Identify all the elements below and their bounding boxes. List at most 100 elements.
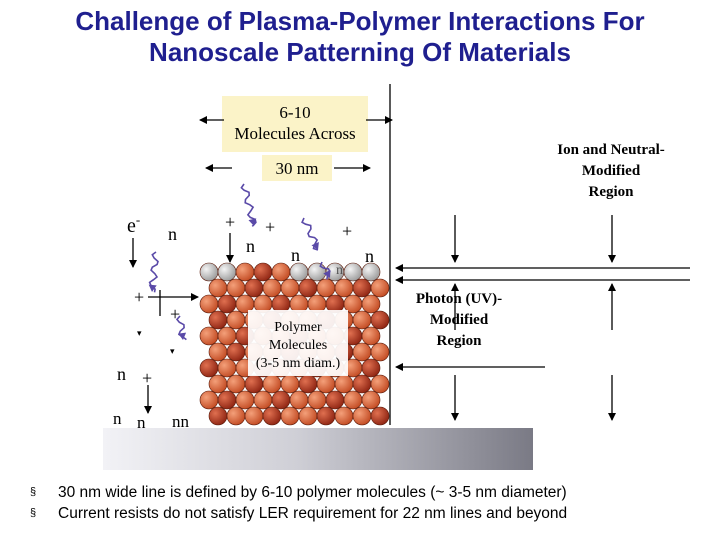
polymer-molecule bbox=[226, 342, 246, 362]
polymer-molecule bbox=[253, 262, 273, 282]
uv-photon-arrowhead bbox=[323, 270, 331, 278]
polymer-molecule bbox=[289, 262, 309, 282]
bullet-icon: § bbox=[30, 507, 37, 519]
width-label: 30 nm bbox=[276, 159, 319, 178]
polymer-molecule bbox=[352, 342, 372, 362]
polymer-molecule bbox=[226, 310, 246, 330]
polymer-molecule bbox=[199, 294, 219, 314]
polymer-molecule bbox=[208, 278, 228, 298]
polymer-molecule bbox=[343, 390, 363, 410]
ion-5: + bbox=[170, 304, 180, 324]
bullet-icon: § bbox=[30, 486, 37, 498]
uv-photon-arrowhead bbox=[248, 218, 257, 226]
molecules-across-line-1: 6-10 bbox=[279, 103, 310, 122]
polymer-molecule bbox=[289, 390, 309, 410]
width-label-box bbox=[262, 155, 332, 181]
molecules-across-box bbox=[222, 96, 368, 152]
polymer-molecule bbox=[244, 374, 264, 394]
polymer-molecule bbox=[280, 374, 300, 394]
ion-4: + bbox=[134, 287, 144, 307]
polymer-molecule bbox=[199, 390, 219, 410]
neutral-5: n bbox=[336, 263, 343, 278]
polymer-molecule bbox=[316, 374, 336, 394]
polymer-molecule bbox=[361, 294, 381, 314]
bullet-text: Current resists do not satisfy LER requi… bbox=[58, 505, 568, 522]
polymer-molecule bbox=[370, 278, 390, 298]
polymer-molecule bbox=[352, 310, 372, 330]
polymer-molecule bbox=[226, 374, 246, 394]
polymer-molecule bbox=[316, 406, 336, 426]
polymer-molecule bbox=[361, 358, 381, 378]
bullet-list: § 30 nm wide line is defined by 6-10 pol… bbox=[30, 482, 710, 524]
photon-region-line-2: Modified bbox=[430, 312, 489, 328]
polymer-molecule bbox=[208, 406, 228, 426]
polymer-molecule bbox=[307, 390, 327, 410]
polymer-molecule bbox=[262, 278, 282, 298]
polymer-molecule bbox=[217, 358, 237, 378]
polymer-molecule bbox=[334, 278, 354, 298]
polymer-molecule bbox=[298, 374, 318, 394]
polymer-molecule bbox=[244, 278, 264, 298]
polymer-molecule bbox=[325, 390, 345, 410]
polymer-molecule bbox=[361, 262, 381, 282]
ion-region-line-3: Region bbox=[589, 184, 635, 200]
polymer-molecule bbox=[352, 374, 372, 394]
polymer-label-line-1: Polymer bbox=[274, 320, 322, 335]
polymer-molecule bbox=[217, 326, 237, 346]
polymer-molecule bbox=[280, 406, 300, 426]
polymer-molecule bbox=[370, 342, 390, 362]
polymer-label-line-2: Molecules bbox=[269, 338, 327, 353]
polymer-molecule bbox=[370, 406, 390, 426]
slide-title: Challenge of Plasma-Polymer Interactions… bbox=[20, 6, 700, 68]
polymer-molecule bbox=[262, 406, 282, 426]
neutral-1: n bbox=[168, 224, 177, 244]
polymer-label-box bbox=[248, 310, 348, 376]
polymer-molecule bbox=[307, 262, 327, 282]
polymer-molecule bbox=[298, 406, 318, 426]
molecules-across-line-2: Molecules Across bbox=[234, 124, 355, 143]
polymer-molecule bbox=[208, 310, 228, 330]
uv-photon-arrowhead bbox=[178, 332, 187, 340]
polymer-molecule bbox=[235, 390, 255, 410]
polymer-molecule bbox=[217, 294, 237, 314]
polymer-molecule bbox=[226, 406, 246, 426]
substrate bbox=[103, 428, 533, 470]
polymer-molecule bbox=[262, 374, 282, 394]
title-line-1: Challenge of Plasma-Polymer Interactions… bbox=[75, 6, 645, 36]
neutral-4: n bbox=[365, 246, 374, 266]
ion-region-line-1: Ion and Neutral- bbox=[557, 142, 665, 158]
polymer-molecule bbox=[253, 390, 273, 410]
polymer-molecule bbox=[271, 390, 291, 410]
neutral-3: n bbox=[291, 245, 300, 265]
polymer-molecule bbox=[226, 278, 246, 298]
polymer-molecule bbox=[235, 262, 255, 282]
photon-region-line-3: Region bbox=[437, 333, 483, 349]
polymer-molecule bbox=[370, 374, 390, 394]
polymer-molecule bbox=[352, 278, 372, 298]
electron-label: e- bbox=[127, 212, 140, 237]
title-line-2: Nanoscale Patterning Of Materials bbox=[149, 37, 571, 67]
polymer-molecule bbox=[244, 406, 264, 426]
polymer-molecule bbox=[280, 278, 300, 298]
polymer-molecule bbox=[352, 406, 372, 426]
polymer-molecule bbox=[370, 310, 390, 330]
polymer-molecule bbox=[361, 326, 381, 346]
polymer-molecule bbox=[271, 262, 291, 282]
ion-3: + bbox=[342, 221, 352, 241]
polymer-molecule bbox=[199, 358, 219, 378]
polymer-molecule bbox=[334, 374, 354, 394]
polymer-molecule bbox=[217, 262, 237, 282]
uv-photons bbox=[148, 183, 331, 341]
neutral-pair: nn bbox=[172, 412, 190, 431]
ion-region-line-2: Modified bbox=[582, 163, 641, 179]
polymer-molecule bbox=[334, 406, 354, 426]
polymer-molecule bbox=[199, 262, 219, 282]
neutral-7: n bbox=[113, 409, 122, 428]
polymer-molecule bbox=[217, 390, 237, 410]
neutral-2: n bbox=[246, 236, 255, 256]
ion-6: + bbox=[142, 368, 152, 388]
bullet-text: 30 nm wide line is defined by 6-10 polym… bbox=[58, 484, 567, 501]
ion-2: + bbox=[265, 217, 275, 237]
neutral-8: n bbox=[137, 413, 146, 432]
